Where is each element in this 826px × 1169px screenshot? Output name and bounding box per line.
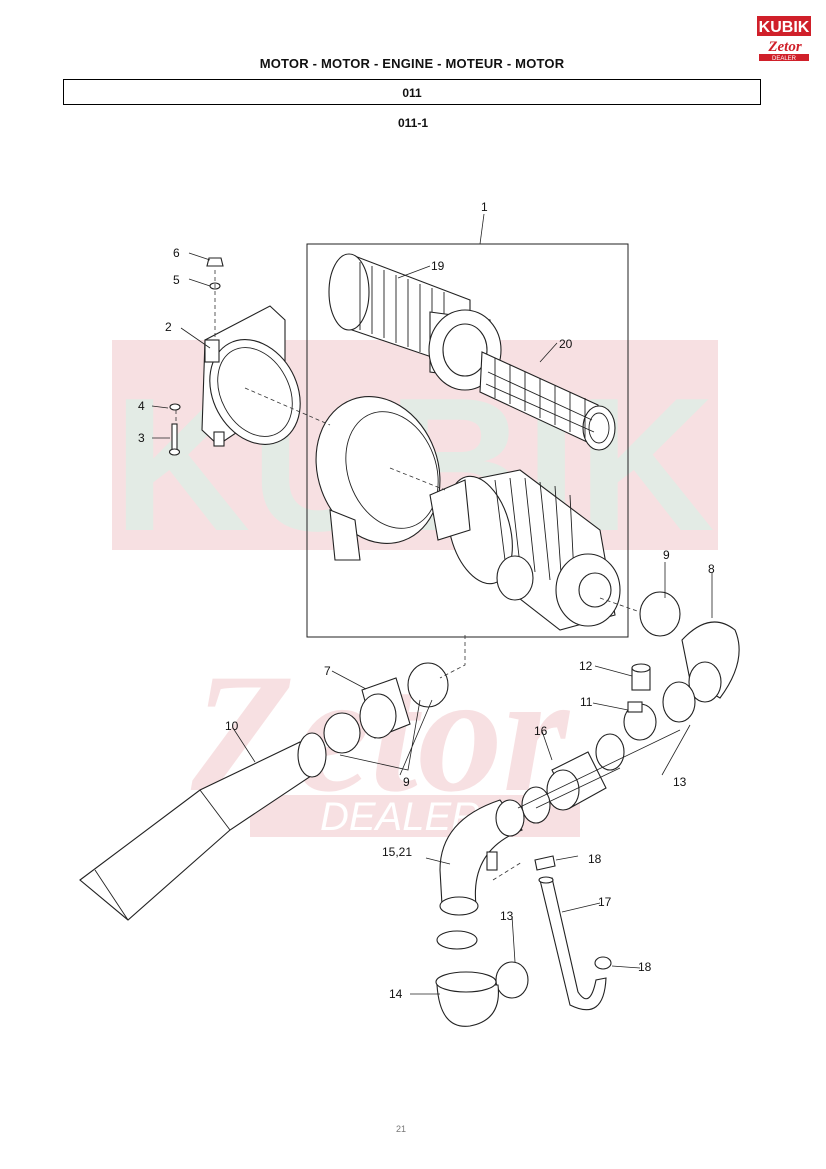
clip-18-upper [534,855,556,871]
air-filter-assembly-box [306,243,629,638]
callout-5: 5 [173,273,180,287]
callout-19: 19 [431,259,445,273]
callout-13-right: 13 [673,775,687,789]
intake-pipe-10 [79,732,327,921]
callout-15-21: 15,21 [382,845,412,859]
callout-14: 14 [389,987,403,1001]
hose-clamp-9-upper [639,591,681,637]
outer-filter-element [328,253,502,391]
callout-4: 4 [138,399,145,413]
page-title: MOTOR - MOTOR - ENGINE - MOTEUR - MOTOR [259,56,565,71]
callout-17: 17 [598,895,612,909]
callout-9-lower: 9 [403,775,410,789]
logo-word: KUBIK [759,19,810,36]
rubber-sleeve-7 [359,677,411,739]
callout-20: 20 [559,337,573,351]
hose-clamp-13-low [521,786,551,824]
hose-clamp-9-mid [407,662,449,708]
logo-tag: DEALER [772,56,797,62]
filter-cover [315,396,441,561]
nut-6 [206,257,224,267]
group-code-box: 011 [63,79,761,105]
rubber-elbow-8 [681,621,740,703]
hose-clamp-13-bottom-left [436,930,478,950]
callout-12: 12 [579,659,593,673]
inner-safety-element [479,351,616,451]
callout-3: 3 [138,431,145,445]
callout-8: 8 [708,562,715,576]
hose-17 [538,876,607,1011]
callout-18-upper: 18 [588,852,602,866]
callout-6: 6 [173,246,180,260]
elbow-pipe-15-21 [439,799,525,916]
sensor-12 [631,663,651,691]
callout-9-upper: 9 [663,548,670,562]
hose-clamp-9-left [323,712,361,754]
kubik-zetor-logo: KUBIK Zetor DEALER [757,16,811,62]
hose-clamp-13-mid [595,733,625,771]
logo-sub: Zetor [767,39,801,55]
callout-16: 16 [534,724,548,738]
callout-18-lower: 18 [638,960,652,974]
bolt [168,423,181,456]
callout-2: 2 [165,320,172,334]
rubber-elbow-14 [435,971,499,1027]
hose-clamp-13-bottom-right [495,961,529,999]
group-code: 011 [402,86,422,100]
adapter-11 [623,701,657,741]
callout-1: 1 [481,200,488,214]
page-number: 21 [396,1124,407,1134]
clip-18-lower [594,956,612,970]
callout-10: 10 [225,719,239,733]
callout-7: 7 [324,664,331,678]
callout-13-lower: 13 [500,909,514,923]
filter-housing [429,469,621,631]
subgroup-code: 011-1 [397,116,429,130]
callout-11: 11 [580,695,593,709]
hose-clamp-13-right [662,681,696,723]
washer-4 [169,403,181,411]
